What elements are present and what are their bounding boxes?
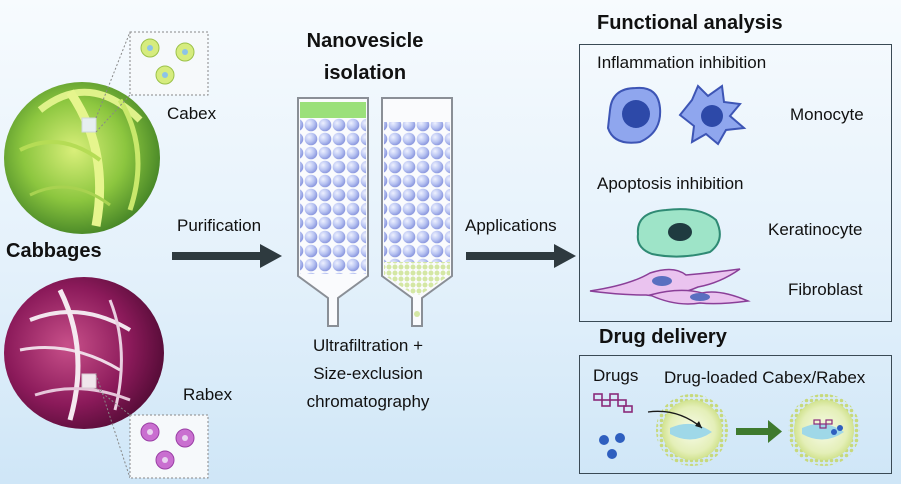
- apoptosis-label: Apoptosis inhibition: [597, 174, 744, 193]
- applications-label: Applications: [465, 216, 557, 235]
- loading-arrow: [736, 420, 782, 443]
- rabex-zoom-box: [95, 373, 209, 479]
- size-exclusion-column: [381, 97, 453, 327]
- isolation-title-line1: Nanovesicle: [306, 30, 424, 52]
- keratinocyte-label: Keratinocyte: [768, 220, 863, 239]
- drug-loaded-label: Drug-loaded Cabex/Rabex: [664, 368, 866, 387]
- fibroblast-cells: [589, 268, 751, 305]
- green-cabbage: [4, 82, 160, 234]
- red-cabbage: [4, 277, 164, 429]
- vesicle-empty: [647, 394, 728, 466]
- keratinocyte-cell: [636, 208, 721, 258]
- cabex-label: Cabex: [167, 104, 217, 123]
- drug-delivery-panel: [579, 355, 892, 474]
- monocyte-cells: [606, 84, 747, 146]
- chromatography-columns: [297, 97, 453, 327]
- drug-molecule-icon: [593, 393, 633, 413]
- method-line2: Size-exclusion: [313, 364, 423, 383]
- drugs-label: Drugs: [593, 366, 639, 385]
- purification-arrow: [172, 244, 282, 268]
- cabex-zoom-box: [95, 31, 209, 133]
- applications-arrow: [466, 244, 576, 268]
- drug-delivery-title: Drug delivery: [599, 326, 727, 348]
- method-line3: chromatography: [306, 392, 430, 411]
- drug-particles-icon: [599, 433, 625, 459]
- vesicle-loaded: [788, 394, 860, 466]
- inflammation-label: Inflammation inhibition: [597, 53, 767, 72]
- ultrafiltration-column: [297, 97, 369, 327]
- cabbages-label: Cabbages: [6, 240, 102, 262]
- functional-analysis-panel: [579, 44, 892, 322]
- drug-loading-illustration: [593, 393, 860, 466]
- isolation-title-line2: isolation: [323, 62, 407, 84]
- functional-analysis-title: Functional analysis: [597, 12, 783, 34]
- cabbage-illustrations: [4, 31, 209, 479]
- fibroblast-label: Fibroblast: [788, 280, 863, 299]
- method-line1: Ultrafiltration +: [312, 336, 424, 355]
- monocyte-label: Monocyte: [790, 105, 864, 124]
- rabex-label: Rabex: [183, 385, 233, 404]
- purification-label: Purification: [177, 216, 262, 235]
